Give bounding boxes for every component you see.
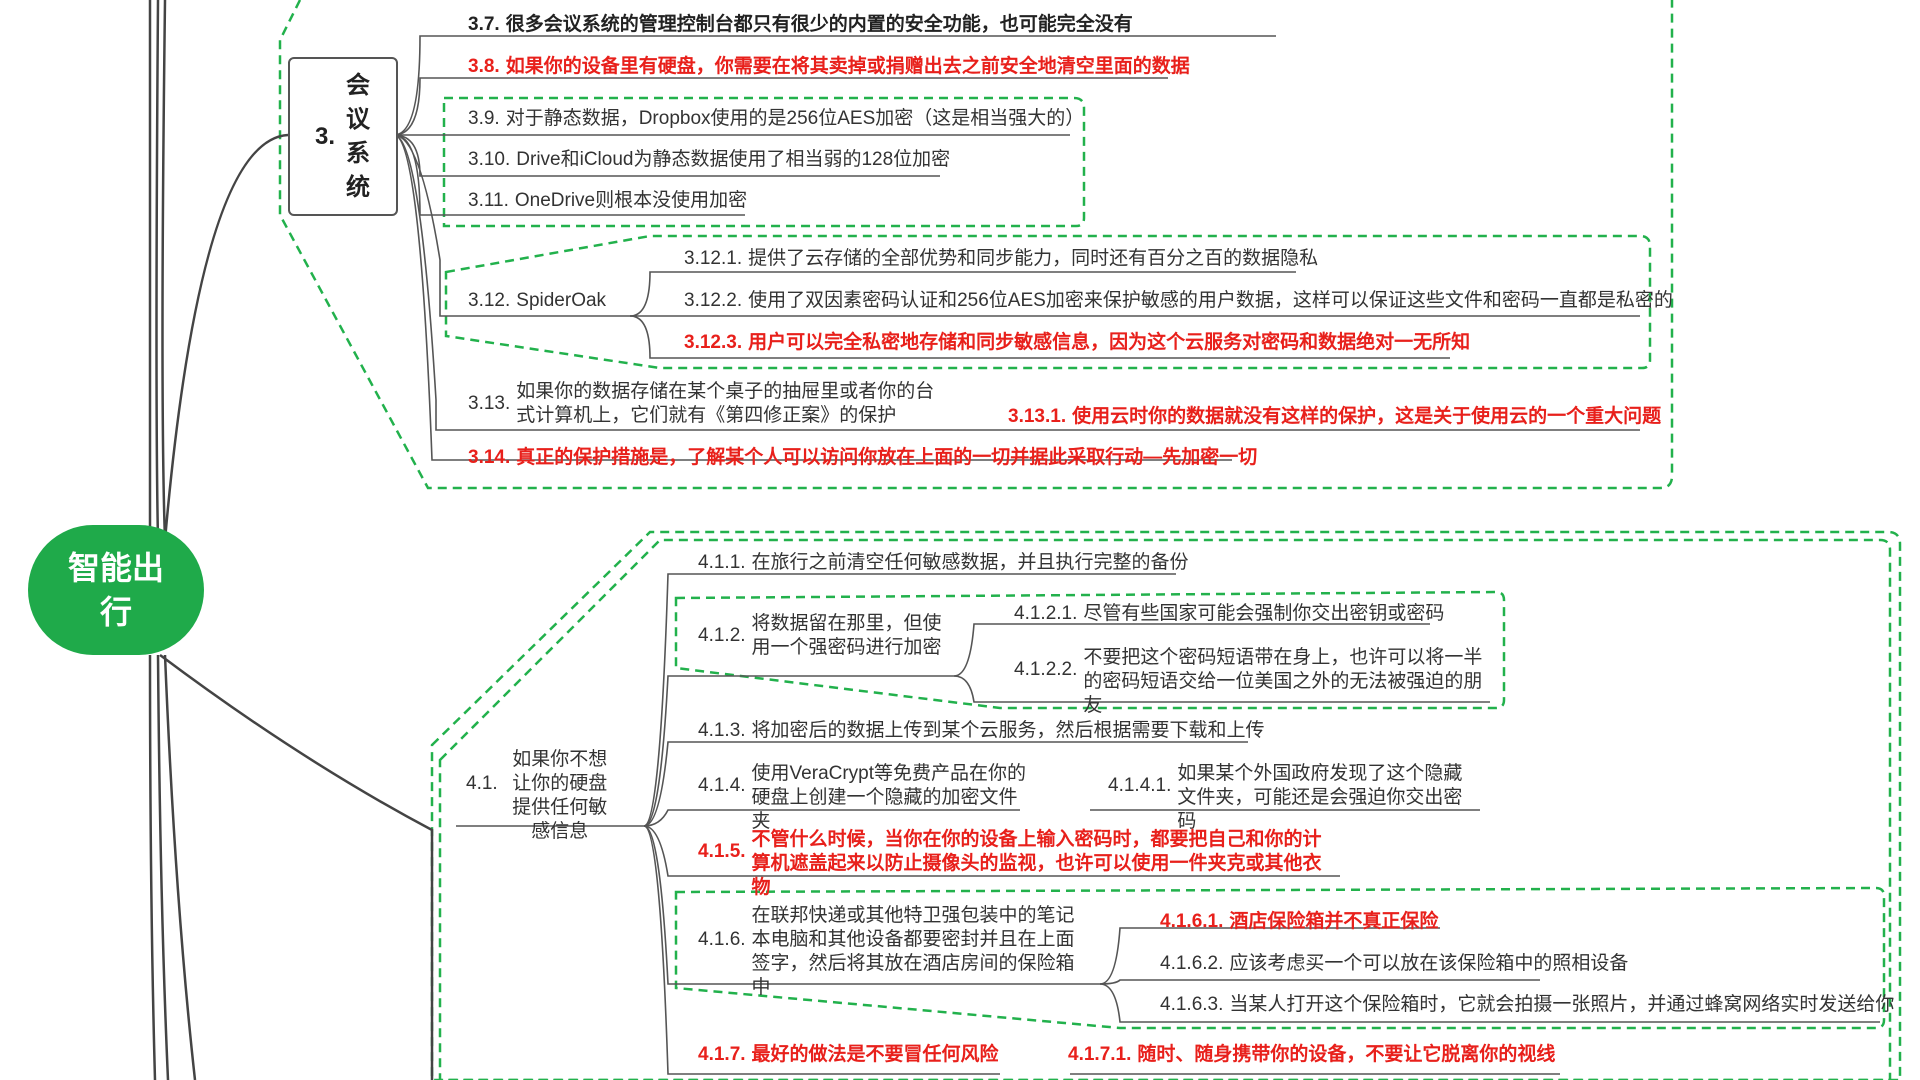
node-4-1-1[interactable]: 4.1.1.在旅行之前清空任何敏感数据，并且执行完整的备份 (698, 552, 1189, 573)
node-3-14[interactable]: 3.14.真正的保护措施是，了解某个人可以访问你放在上面的一切并据此采取行动—先… (468, 447, 1258, 468)
node-4-1-5[interactable]: 4.1.5.不管什么时候，当你在你的设备上输入密码时，都要把自己和你的计算机遮盖… (698, 829, 1322, 898)
group-outline-3-12 (444, 234, 1652, 370)
node-4-1-3[interactable]: 4.1.3.将加密后的数据上传到某个云服务，然后根据需要下载和上传 (698, 720, 1265, 741)
node-4-1-6-1[interactable]: 4.1.6.1.酒店保险箱并不真正保险 (1160, 911, 1439, 932)
node-4-1-2-1[interactable]: 4.1.2.1.尽管有些国家可能会强制你交出密钥或密码 (1014, 603, 1445, 624)
section-3-label: 会议系统 (346, 71, 370, 201)
section-3-node[interactable]: 3. 会议系统 (288, 57, 398, 216)
node-3-12-2[interactable]: 3.12.2.使用了双因素密码认证和256位AES加密来保护敏感的用户数据，这样… (684, 290, 1673, 311)
node-3-9[interactable]: 3.9.对于静态数据，Dropbox使用的是256位AES加密（这是相当强大的） (468, 108, 1085, 129)
group-outline-4-1-2 (674, 590, 1506, 710)
group-outline-3-9-11 (442, 96, 1086, 228)
node-3-10[interactable]: 3.10.Drive和iCloud为静态数据使用了相当弱的128位加密 (468, 149, 951, 170)
node-4-1[interactable]: 4.1.如果你不想让你的硬盘提供任何敏感信息 (466, 749, 608, 842)
node-3-8[interactable]: 3.8.如果你的设备里有硬盘，你需要在将其卖掉或捐赠出去之前安全地清空里面的数据 (468, 56, 1190, 77)
group-outline-4-1-inner (438, 538, 1892, 1080)
node-4-1-2-2[interactable]: 4.1.2.2.不要把这个密码短语带在身上，也许可以将一半的密码短语交给一位美国… (1014, 647, 1483, 716)
root-node[interactable]: 智能出行 (28, 525, 204, 655)
node-4-1-6[interactable]: 4.1.6.在联邦快递或其他特卫强包装中的笔记本电脑和其他设备都要密封并且在上面… (698, 905, 1075, 998)
node-4-1-7[interactable]: 4.1.7.最好的做法是不要冒任何风险 (698, 1044, 999, 1065)
node-4-1-7-1[interactable]: 4.1.7.1.随时、随身携带你的设备，不要让它脱离你的视线 (1068, 1044, 1556, 1065)
node-3-11[interactable]: 3.11.OneDrive则根本没使用加密 (468, 190, 748, 211)
section-3-number: 3. (314, 122, 335, 150)
node-4-1-4-1[interactable]: 4.1.4.1.如果某个外国政府发现了这个隐藏文件夹，可能还是会强迫你交出密码 (1108, 763, 1463, 832)
node-3-13[interactable]: 3.13.如果你的数据存储在某个桌子的抽屉里或者你的台式计算机上，它们就有《第四… (468, 381, 935, 426)
node-4-1-2[interactable]: 4.1.2.将数据留在那里，但使用一个强密码进行加密 (698, 613, 942, 658)
node-4-1-6-3[interactable]: 4.1.6.3.当某人打开这个保险箱时，它就会拍摄一张照片，并通过蜂窝网络实时发… (1160, 994, 1895, 1015)
node-4-1-6-2[interactable]: 4.1.6.2.应该考虑买一个可以放在该保险箱中的照相设备 (1160, 953, 1629, 974)
group-outline-4-1-6 (674, 886, 1886, 1030)
node-3-12-3[interactable]: 3.12.3.用户可以完全私密地存储和同步敏感信息，因为这个云服务对密码和数据绝… (684, 332, 1471, 353)
group-outline-4-1 (430, 530, 1902, 1080)
node-3-12[interactable]: 3.12.SpiderOak (468, 290, 607, 311)
node-3-12-1[interactable]: 3.12.1.提供了云存储的全部优势和同步能力，同时还有百分之百的数据隐私 (684, 248, 1319, 269)
node-3-13-1[interactable]: 3.13.1.使用云时你的数据就没有这样的保护，这是关于使用云的一个重大问题 (1008, 406, 1662, 427)
node-4-1-4[interactable]: 4.1.4.使用VeraCrypt等免费产品在你的硬盘上创建一个隐藏的加密文件夹 (698, 763, 1027, 832)
node-3-7[interactable]: 3.7.很多会议系统的管理控制台都只有很少的内置的安全功能，也可能完全没有 (468, 14, 1133, 35)
